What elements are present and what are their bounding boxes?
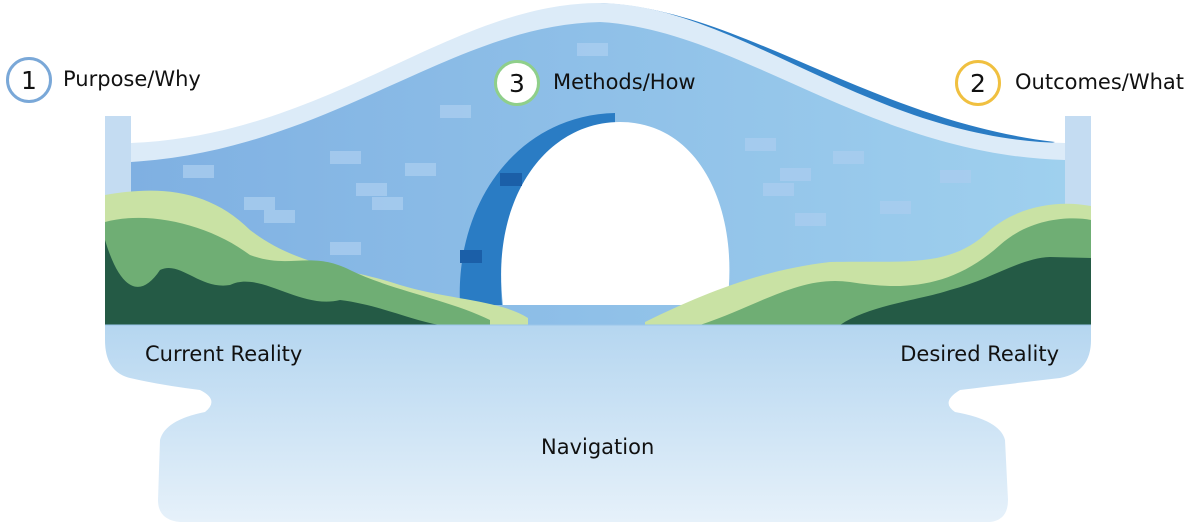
bridge-bricks — [183, 43, 971, 255]
arch-ring — [459, 113, 615, 305]
right-hill-dark — [840, 257, 1091, 325]
arch-opening — [501, 122, 730, 305]
step-3-number: 3 — [509, 68, 525, 98]
step-1-badge: 1 — [6, 57, 52, 103]
step-2-badge: 2 — [955, 60, 1001, 106]
step-1-label: Purpose/Why — [63, 67, 201, 91]
bridge-railing — [131, 3, 1065, 162]
arch-brick — [500, 173, 522, 186]
arch-brick — [460, 250, 482, 263]
desired-reality-label: Desired Reality — [900, 342, 1059, 366]
step-2-label: Outcomes/What — [1015, 70, 1185, 94]
step-1-number: 1 — [21, 65, 37, 95]
left-hill-dark — [105, 240, 440, 325]
navigation-label: Navigation — [541, 435, 655, 459]
water-navigation — [105, 325, 1091, 522]
current-reality-label: Current Reality — [145, 342, 303, 366]
step-3-badge: 3 — [494, 60, 540, 106]
step-2-number: 2 — [970, 68, 986, 98]
step-3-label: Methods/How — [553, 70, 696, 94]
